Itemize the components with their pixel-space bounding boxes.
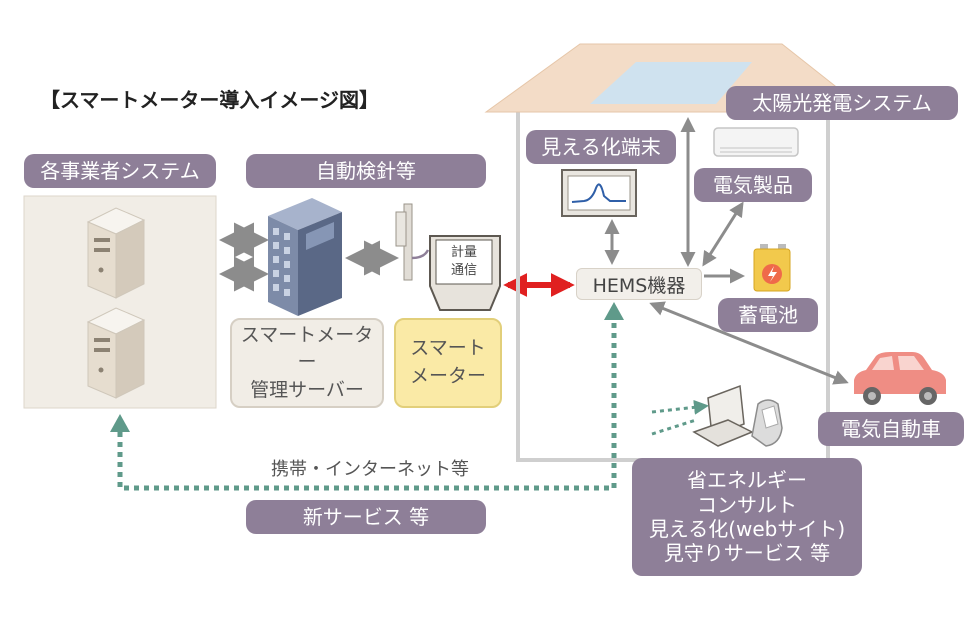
label-appliances: 電気製品: [694, 168, 812, 202]
internet-label: 携帯・インターネット等: [271, 459, 469, 480]
arrow-hems-ev: [649, 301, 849, 385]
label-solar-system: 太陽光発電システム: [726, 86, 958, 120]
hems-device: HEMS機器: [576, 268, 702, 300]
air-conditioner-icon: [713, 127, 799, 157]
smart-meter-icon: [395, 203, 501, 311]
car-icon: [854, 352, 946, 405]
server-tower-icon: [86, 207, 146, 299]
arrow-services-laptop-1: [651, 399, 709, 415]
label-services-list: 省エネルギー コンサルト 見える化(webサイト) 見守りサービス 等: [632, 458, 862, 576]
laptop-icon: [692, 384, 754, 447]
label-business-systems: 各事業者システム: [24, 154, 216, 188]
phone-icon: [751, 399, 783, 447]
label-ev: 電気自動車: [818, 412, 964, 446]
internet-path: [117, 316, 617, 491]
smart-meter-box: スマート メーター: [394, 318, 502, 408]
arrow-head-hems: [604, 302, 624, 320]
page-title: 【スマートメーター導入イメージ図】: [40, 88, 379, 112]
server-building-icon: [268, 198, 342, 316]
label-auto-meter-reading: 自動検針等: [246, 154, 486, 188]
meter-comm-label: 計量 通信: [450, 245, 477, 278]
battery-icon: [753, 244, 791, 292]
solar-panel-icon: [590, 62, 752, 104]
label-new-services: 新サービス 等: [246, 500, 486, 534]
sm-server-box: スマートメーター 管理サーバー: [230, 318, 384, 408]
monitor-icon: [561, 169, 637, 217]
label-battery: 蓄電池: [718, 298, 818, 332]
arrow-services-laptop-2: [651, 418, 697, 436]
label-display-terminal: 見える化端末: [526, 130, 676, 164]
server-tower-icon: [86, 307, 146, 399]
arrow-hems-appliances: [702, 201, 744, 267]
arrow-head-business: [110, 414, 130, 432]
